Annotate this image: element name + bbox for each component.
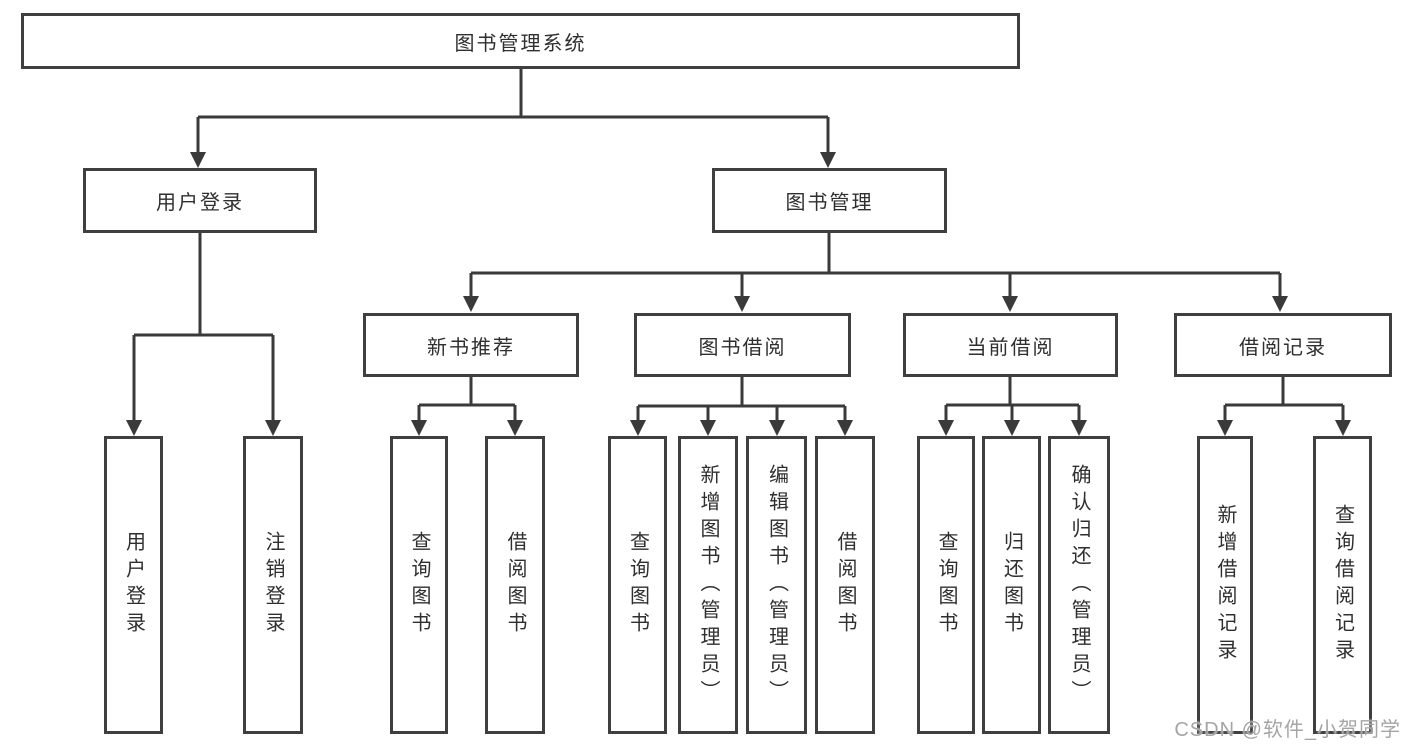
leaf-logout: 注销登录 bbox=[243, 436, 303, 734]
node-borrow-records: 借阅记录 bbox=[1174, 313, 1392, 377]
leaf-query-books-recommend: 查询图书 bbox=[390, 436, 448, 734]
leaf-borrow-books: 借阅图书 bbox=[815, 436, 875, 734]
leaf-query-books-current: 查询图书 bbox=[917, 436, 975, 734]
leaf-confirm-return-admin: 确认归还（管理员） bbox=[1048, 436, 1110, 734]
node-root-system: 图书管理系统 bbox=[21, 13, 1020, 69]
node-book-management-label: 图书管理 bbox=[785, 192, 874, 214]
leaf-query-borrow-record: 查询借阅记录 bbox=[1313, 436, 1372, 734]
node-current-borrow: 当前借阅 bbox=[903, 313, 1118, 377]
node-user-login-label: 用户登录 bbox=[156, 192, 244, 214]
node-current-borrow-label: 当前借阅 bbox=[966, 336, 1055, 359]
node-book-borrow-label: 图书借阅 bbox=[698, 336, 787, 359]
leaf-query-books-borrow: 查询图书 bbox=[608, 436, 667, 734]
node-book-management: 图书管理 bbox=[712, 168, 947, 233]
node-new-book-recommend: 新书推荐 bbox=[363, 313, 579, 377]
leaf-add-books-admin: 新增图书（管理员） bbox=[678, 436, 738, 734]
leaf-add-borrow-record: 新增借阅记录 bbox=[1197, 436, 1253, 734]
node-new-book-recommend-label: 新书推荐 bbox=[427, 336, 515, 359]
leaf-edit-books-admin: 编辑图书（管理员） bbox=[746, 436, 807, 734]
leaf-borrow-books-recommend: 借阅图书 bbox=[485, 436, 545, 734]
leaf-return-books: 归还图书 bbox=[982, 436, 1041, 734]
watermark: CSDN @软件_小贺同学 bbox=[1174, 719, 1401, 741]
node-borrow-records-label: 借阅记录 bbox=[1239, 336, 1327, 359]
node-root-system-label: 图书管理系统 bbox=[454, 32, 587, 55]
node-book-borrow: 图书借阅 bbox=[634, 313, 851, 377]
node-user-login: 用户登录 bbox=[83, 168, 317, 233]
leaf-user-login: 用户登录 bbox=[104, 436, 163, 734]
